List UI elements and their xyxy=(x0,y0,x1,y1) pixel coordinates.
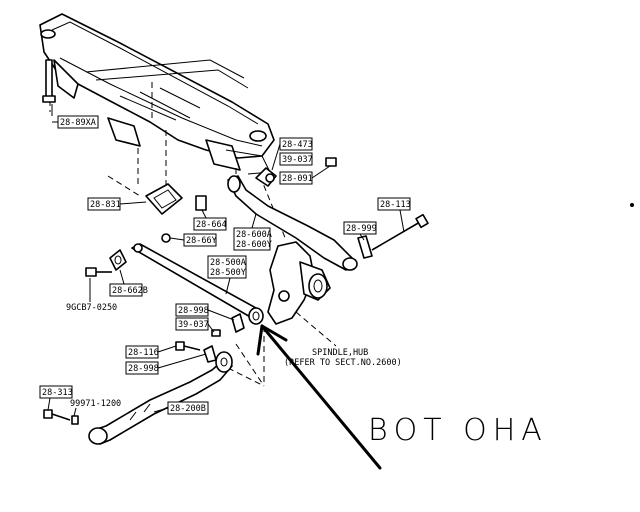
svg-text:28-200B: 28-200B xyxy=(170,404,206,414)
svg-text:28-662B: 28-662B xyxy=(112,286,148,296)
label-28-091: 28-091 xyxy=(279,165,331,185)
label-99971-1200: 99971-1200 xyxy=(70,399,121,417)
svg-text:28-473: 28-473 xyxy=(282,140,313,150)
label-28-998-low: 28-998 xyxy=(125,353,207,375)
bolt-28-313 xyxy=(43,409,79,425)
bolt-28-113 xyxy=(371,213,429,251)
svg-text:28-600A: 28-600A xyxy=(236,230,272,240)
svg-text:28-664: 28-664 xyxy=(196,220,227,230)
svg-text:28-89XA: 28-89XA xyxy=(60,118,96,128)
svg-text:28-998: 28-998 xyxy=(128,364,159,374)
svg-text:9GCB7-0250: 9GCB7-0250 xyxy=(66,303,117,313)
svg-text:39-037: 39-037 xyxy=(282,155,313,165)
spindle-hub xyxy=(267,241,331,325)
label-28-313: 28-313 xyxy=(39,385,73,411)
lateral-link-28-600a xyxy=(227,175,373,271)
label-28-500a: 28-500A 28-500Y xyxy=(207,255,247,295)
bolt-28-116 xyxy=(175,341,201,351)
handwritten-annotation: ВОТ ОНА xyxy=(368,413,548,448)
svg-text:28-113: 28-113 xyxy=(380,200,411,210)
label-28-999: 28-999 xyxy=(343,221,377,241)
svg-text:99971-1200: 99971-1200 xyxy=(70,399,121,409)
label-28-662b: 28-662B xyxy=(109,269,148,297)
svg-text:28-600Y: 28-600Y xyxy=(236,240,272,250)
bolt-28-89xa xyxy=(42,59,56,116)
svg-text:SPINDLE,HUB: SPINDLE,HUB xyxy=(312,348,368,358)
svg-text:39-037: 39-037 xyxy=(178,320,209,330)
svg-text:28-998: 28-998 xyxy=(178,306,209,316)
label-9gcb7-0250: 9GCB7-0250 xyxy=(66,278,117,313)
crossmember xyxy=(39,13,275,175)
svg-text:28-091: 28-091 xyxy=(282,174,313,184)
spindle-note: SPINDLE,HUB (REFER TO SECT.NO.2600) xyxy=(284,348,402,368)
lateral-rod-28-500a xyxy=(109,243,264,325)
label-28-831: 28-831 xyxy=(87,197,147,211)
label-28-89xa: 28-89XA xyxy=(52,115,99,129)
svg-text:28-500Y: 28-500Y xyxy=(210,268,246,278)
label-28-473: 28-473 xyxy=(271,137,313,171)
svg-text:28-66Y: 28-66Y xyxy=(186,236,217,246)
stray-dot xyxy=(630,203,634,207)
lower-link-28-200b xyxy=(88,345,233,445)
svg-text:28-313: 28-313 xyxy=(42,388,73,398)
svg-text:28-500A: 28-500A xyxy=(210,258,246,268)
bracket-28-831 xyxy=(145,183,207,243)
label-28-664: 28-664 xyxy=(193,209,227,231)
svg-text:28-999: 28-999 xyxy=(346,224,377,234)
part-labels: 28-89XA 28-473 39-037 28-091 28-831 28-6… xyxy=(39,115,411,417)
svg-text:28-116: 28-116 xyxy=(128,348,159,358)
label-39-037-mid: 39-037 xyxy=(175,317,215,333)
label-39-037-top: 39-037 xyxy=(279,152,313,166)
label-28-116: 28-116 xyxy=(125,345,177,359)
label-28-998-mid: 28-998 xyxy=(175,303,235,321)
small-hardware xyxy=(255,157,337,187)
handwritten-arrow xyxy=(256,324,382,470)
svg-text:(REFER TO SECT.NO.2600): (REFER TO SECT.NO.2600) xyxy=(284,358,402,368)
label-28-66y: 28-66Y xyxy=(183,233,217,247)
bolt-9gcb7 xyxy=(85,267,112,277)
label-28-200b: 28-200B xyxy=(153,401,209,415)
label-28-600a: 28-600A 28-600Y xyxy=(233,213,272,251)
svg-text:28-831: 28-831 xyxy=(90,200,121,210)
label-28-113: 28-113 xyxy=(377,197,411,233)
hardware-28-998 xyxy=(211,313,245,337)
